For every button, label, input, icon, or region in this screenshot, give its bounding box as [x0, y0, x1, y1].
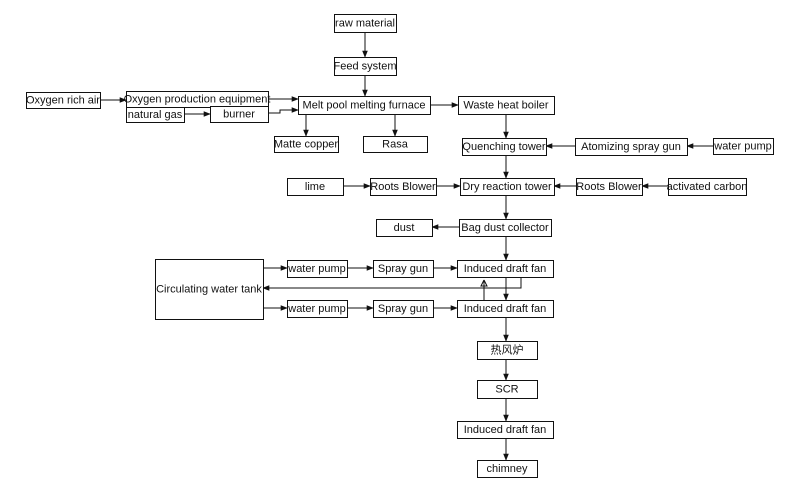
node-waste-heat-boiler: Waste heat boiler: [458, 96, 555, 115]
node-furnace: Melt pool melting furnace: [298, 96, 431, 115]
node-activated-carbon: activated carbon: [667, 178, 748, 196]
node-label: 热风炉: [491, 344, 524, 357]
node-box: [576, 178, 643, 196]
node-box: [477, 460, 538, 478]
node-label: lime: [305, 181, 325, 193]
node-induced-fan-2: Induced draft fan: [457, 300, 554, 318]
node-raw-material: raw material: [334, 14, 397, 33]
node-label: Bag dust collector: [461, 222, 549, 234]
node-box: [287, 178, 344, 196]
node-label: Roots Blower: [576, 181, 642, 193]
node-quenching-tower: Quenching tower: [462, 138, 547, 156]
node-box: [373, 260, 434, 278]
node-natural-gas: natural gas: [126, 107, 185, 123]
edge-induced-fan-1-to-circ-tank: [262, 277, 522, 291]
node-label: dust: [394, 222, 415, 234]
node-rasa: Rasa: [363, 136, 428, 153]
loop-connector-2: [480, 279, 488, 287]
node-box: [459, 219, 552, 237]
node-label: Roots Blower: [370, 181, 436, 193]
node-box: [334, 57, 397, 76]
node-label: Induced draft fan: [464, 263, 547, 275]
node-label: chimney: [487, 463, 528, 475]
node-box: [287, 260, 348, 278]
node-box: [26, 92, 101, 109]
node-box: [274, 136, 339, 153]
node-oxygen-equipment: Oxygen production equipment: [124, 91, 271, 108]
node-label: Waste heat boiler: [463, 100, 549, 112]
node-box: [298, 96, 431, 115]
node-box: [334, 14, 397, 33]
node-induced-fan-3: Induced draft fan: [457, 421, 554, 439]
node-box: [363, 136, 428, 153]
node-circ-tank: Circulating water tank: [155, 259, 264, 320]
node-box: [457, 421, 554, 439]
node-scr: SCR: [477, 380, 538, 399]
node-label: Dry reaction tower: [462, 181, 552, 193]
node-induced-fan-1: Induced draft fan: [457, 260, 554, 278]
node-dry-reaction-tower: Dry reaction tower: [460, 178, 555, 196]
node-label: raw material: [335, 18, 395, 30]
node-label: Matte copper: [274, 139, 339, 151]
node-water-pump-2: water pump: [287, 260, 348, 278]
node-box: [477, 380, 538, 399]
node-label: Spray gun: [378, 263, 428, 275]
node-box: [668, 178, 747, 196]
node-label: Melt pool melting furnace: [303, 100, 426, 112]
node-label: water pump: [287, 263, 345, 275]
node-feed-system: Feed system: [334, 57, 397, 76]
node-box: [458, 96, 555, 115]
node-label: Induced draft fan: [464, 424, 547, 436]
node-atomizing-gun: Atomizing spray gun: [575, 138, 688, 156]
node-oxygen-rich-air: Oxygen rich air: [26, 92, 101, 109]
node-box: [460, 178, 555, 196]
node-label: natural gas: [128, 109, 183, 121]
node-roots-blower-2: Roots Blower: [576, 178, 643, 196]
node-spray-gun-1: Spray gun: [373, 260, 434, 278]
node-spray-gun-2: Spray gun: [373, 300, 434, 318]
node-box: [462, 138, 547, 156]
node-box: [477, 341, 538, 360]
node-box: [155, 259, 264, 320]
node-box: [126, 91, 269, 108]
node-chimney: chimney: [477, 460, 538, 478]
node-box: [575, 138, 688, 156]
node-dust: dust: [376, 219, 433, 237]
node-label: water pump: [287, 303, 345, 315]
node-label: burner: [223, 109, 255, 121]
node-box: [373, 300, 434, 318]
node-box: [713, 138, 774, 155]
node-label: Atomizing spray gun: [581, 141, 681, 153]
node-matte-copper: Matte copper: [274, 136, 339, 153]
node-burner: burner: [210, 106, 269, 123]
node-label: Rasa: [382, 139, 409, 151]
node-label: Oxygen rich air: [26, 95, 100, 107]
node-water-pump-1: water pump: [713, 138, 774, 155]
node-label: Feed system: [334, 61, 397, 73]
node-box: [287, 300, 348, 318]
node-water-pump-3: water pump: [287, 300, 348, 318]
node-label: water pump: [713, 141, 771, 153]
node-label: Quenching tower: [462, 141, 545, 153]
node-label: Induced draft fan: [464, 303, 547, 315]
node-hot-air-furnace: 热风炉: [477, 341, 538, 360]
node-label: SCR: [495, 384, 518, 396]
node-label: Spray gun: [378, 303, 428, 315]
edge-burner-to-furnace: [268, 107, 299, 114]
node-box: [126, 107, 185, 123]
node-roots-blower-1: Roots Blower: [370, 178, 437, 196]
node-box: [370, 178, 437, 196]
node-label: Oxygen production equipment: [124, 94, 271, 106]
node-lime: lime: [287, 178, 344, 196]
node-bag-dust-collector: Bag dust collector: [459, 219, 552, 237]
node-box: [210, 106, 269, 123]
node-box: [376, 219, 433, 237]
node-label: Circulating water tank: [156, 284, 262, 296]
connections: [100, 32, 713, 461]
node-box: [457, 260, 554, 278]
node-label: activated carbon: [667, 181, 748, 193]
node-box: [457, 300, 554, 318]
